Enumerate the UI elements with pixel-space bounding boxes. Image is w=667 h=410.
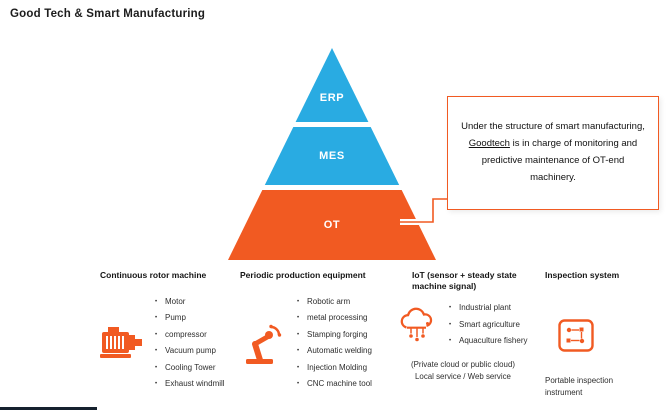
callout-connector-line (400, 196, 450, 225)
column-row: Motor Pump compressor Vacuum pump Coolin… (100, 294, 252, 393)
inspection-instrument-icon (558, 318, 594, 352)
callout-box: Under the structure of smart manufacturi… (447, 96, 659, 210)
cloud-note-line1: (Private cloud or public cloud) (411, 359, 515, 369)
column-header: IoT (sensor + steady state machine signa… (412, 270, 517, 291)
list-item: Vacuum pump (154, 343, 225, 360)
list-item: Motor (154, 294, 225, 311)
list-item: Aquaculture fishery (448, 333, 528, 350)
list-item: CNC machine tool (296, 376, 372, 393)
tier-label-ot: OT (323, 219, 341, 231)
iot-cloud-icon (400, 307, 433, 342)
column-periodic-production-equipment: Periodic production equipment Robotic ar… (240, 270, 394, 393)
tier-label-mes: MES (319, 150, 345, 162)
cloud-note-line2: Local service / Web service (415, 372, 511, 382)
pyramid-tier-erp: ERP (295, 48, 369, 122)
column-header: Periodic production equipment (240, 270, 366, 280)
inspection-note-line1: Portable inspection (545, 375, 614, 385)
column-header: Inspection system (545, 270, 620, 280)
list-item: compressor (154, 327, 225, 344)
pyramid-tier-mes: MES (264, 127, 400, 185)
list-item: Smart agriculture (448, 317, 528, 334)
list-item: Robotic arm (296, 294, 372, 311)
cloud-note: (Private cloud or public cloud) Local se… (396, 359, 536, 384)
list-item: Cooling Tower (154, 360, 225, 377)
inspection-note-line2: instrument (545, 388, 583, 398)
page-title: Good Tech & Smart Manufacturing (10, 8, 206, 20)
item-list: Motor Pump compressor Vacuum pump Coolin… (154, 294, 225, 393)
list-item: Exhaust windmill (154, 376, 225, 393)
callout-text: Under the structure of smart manufacturi… (448, 111, 658, 195)
column-inspection-system: Inspection system Portable inspection in… (545, 270, 645, 400)
motor-icon (100, 327, 142, 359)
column-header: Continuous rotor machine (100, 270, 207, 280)
list-item: Injection Molding (296, 360, 372, 377)
column-continuous-rotor-machine: Continuous rotor machine Motor Pump (100, 270, 252, 393)
callout-text-after: is in charge of monitoring and predictiv… (481, 138, 638, 183)
column-iot: IoT (sensor + steady state machine signa… (396, 270, 536, 384)
list-item: Pump (154, 310, 225, 327)
goodtech-link[interactable]: Goodtech (468, 138, 510, 150)
inspection-note: Portable inspection instrument (545, 375, 645, 401)
callout-text-before: Under the structure of smart manufacturi… (461, 121, 645, 133)
list-item: Industrial plant (448, 300, 528, 317)
column-row: Robotic arm metal processing Stamping fo… (240, 294, 394, 393)
list-item: metal processing (296, 310, 372, 327)
item-list: Industrial plant Smart agriculture Aquac… (448, 300, 528, 350)
tier-label-erp: ERP (319, 92, 345, 104)
bottom-edge-bar (0, 407, 97, 410)
item-list: Robotic arm metal processing Stamping fo… (296, 294, 372, 393)
column-row: Industrial plant Smart agriculture Aquac… (396, 300, 536, 350)
robot-arm-icon (246, 324, 282, 365)
list-item: Automatic welding (296, 343, 372, 360)
list-item: Stamping forging (296, 327, 372, 344)
